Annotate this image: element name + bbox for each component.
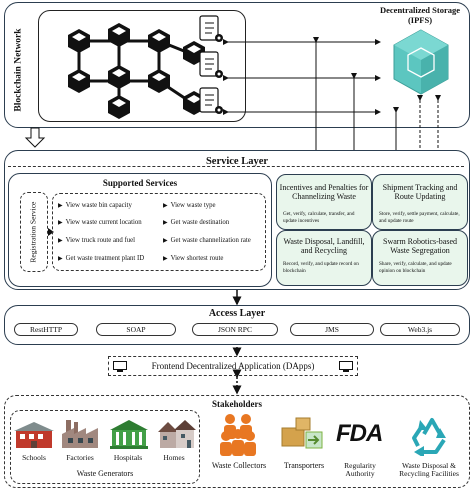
registration-service-box: Registration Service <box>20 192 48 272</box>
generator-label: Factories <box>66 453 94 462</box>
protocol-resthttp: RestHTTP <box>14 323 78 336</box>
frontend-dapps-box: Frontend Decentralized Application (DApp… <box>108 356 358 376</box>
service-item: ▶View waste bin capacity <box>58 202 132 209</box>
service-item: ▶View shortest route <box>163 255 224 262</box>
stakeholders-panel <box>4 395 470 488</box>
transporters-icon <box>281 417 323 449</box>
registration-arrow <box>48 228 54 236</box>
arrow-icon: ▶ <box>58 220 63 226</box>
arrow-icon: ▶ <box>163 220 168 226</box>
generator-label: Homes <box>163 453 185 462</box>
homes-icon <box>158 420 196 448</box>
protocol-soap: SOAP <box>96 323 176 336</box>
service-item: ▶View truck route and fuel <box>58 237 136 244</box>
generator-label: Schools <box>22 453 46 462</box>
generator-label: Hospitals <box>113 453 143 462</box>
blockchain-cubes-icon <box>68 23 205 119</box>
arrow-icon: ▶ <box>58 256 63 262</box>
waste-generators-box <box>10 410 200 484</box>
ipfs-label: Decentralized Storage (IPFS) <box>379 5 460 25</box>
protocol-json-rpc: JSON RPC <box>192 323 278 336</box>
stakeholder-label: Waste Collectors <box>211 461 267 470</box>
module-incentives: Incentives and Penalties for Channelizin… <box>276 174 372 230</box>
stakeholder-label: Transporters <box>283 461 325 470</box>
service-item: ▶View waste type <box>163 202 216 209</box>
protocol-jms: JMS <box>290 323 374 336</box>
services-grid: ▶View waste bin capacity ▶View waste typ… <box>52 193 266 271</box>
hospital-icon <box>110 420 148 449</box>
access-layer-title: Access Layer <box>208 308 266 319</box>
stakeholder-label: Regularity Authority <box>344 461 376 479</box>
service-item: ▶Get waste destination <box>163 219 230 226</box>
protocol-web3js: Web3.js <box>380 323 460 336</box>
arrow-icon: ▶ <box>163 203 168 209</box>
arrow-icon: ▶ <box>163 238 168 244</box>
smart-contract-icons <box>199 15 223 114</box>
school-icon <box>14 422 54 448</box>
ipfs-cube-icon <box>393 29 449 95</box>
arrow-icon: ▶ <box>58 238 63 244</box>
module-swarm-robotics: Swarm Robotics-based Waste Segregation S… <box>372 230 468 286</box>
stakeholders-title: Stakeholders <box>211 399 262 409</box>
module-waste-disposal: Waste Disposal, Landfill, and Recycling … <box>276 230 372 286</box>
monitor-icon <box>339 361 353 372</box>
stakeholder-label: Waste Disposal & Recycling Facilities <box>399 461 459 479</box>
factory-icon <box>62 420 98 448</box>
service-item: ▶Get waste treatment plant ID <box>58 255 145 262</box>
waste-collectors-icon <box>220 414 256 456</box>
arrow-icon: ▶ <box>58 203 63 209</box>
service-layer-title: Service Layer <box>205 156 269 167</box>
fda-logo: FDA <box>336 420 383 447</box>
service-item: ▶View waste current location <box>58 219 142 226</box>
supported-services-title: Supported Services <box>102 178 178 188</box>
module-shipment-tracking: Shipment Tracking and Route Updating Sto… <box>372 174 468 230</box>
waste-generators-label: Waste Generators <box>76 469 134 478</box>
service-item: ▶Get waste channelization rate <box>163 237 251 244</box>
monitor-icon <box>113 361 127 372</box>
arrow-icon: ▶ <box>163 256 168 262</box>
recycling-icon <box>412 418 446 456</box>
service-layer-divider <box>8 166 464 170</box>
